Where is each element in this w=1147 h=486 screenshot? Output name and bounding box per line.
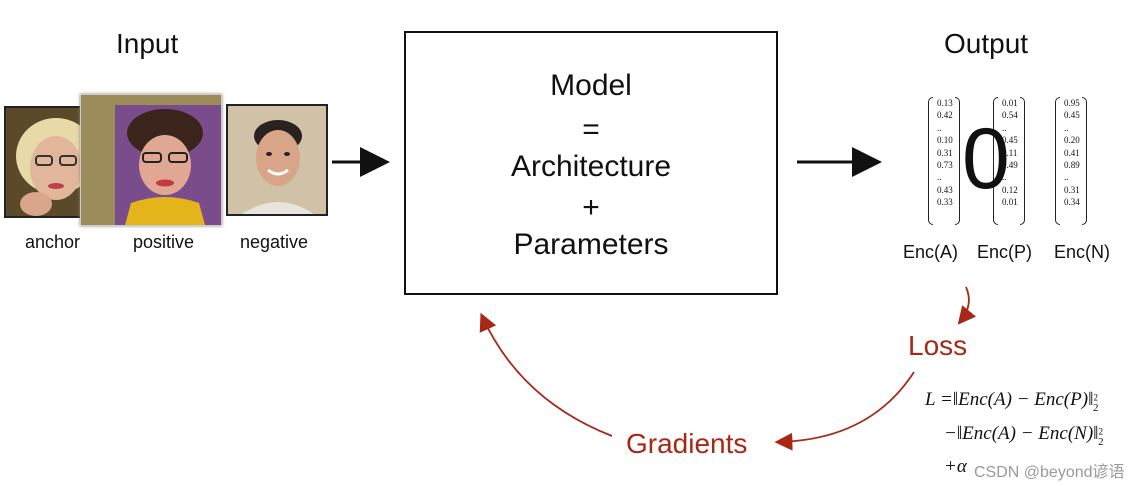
vector-value: ..	[937, 122, 942, 133]
loss-label: Loss	[908, 330, 968, 361]
model-line-architecture: Architecture	[510, 150, 672, 183]
negative-face-illustration	[228, 106, 326, 214]
positive-face-illustration	[81, 95, 221, 225]
formula-power-2: 2	[1098, 426, 1104, 437]
left-paren	[928, 97, 933, 225]
vector-value: 0.20	[1064, 135, 1080, 146]
formula-sub-1: 2	[1092, 402, 1099, 414]
right-paren	[954, 97, 960, 225]
output-to-loss-arrow	[957, 286, 977, 325]
vector-value: 0.33	[937, 197, 953, 208]
loss-to-gradients-arrow	[774, 371, 915, 451]
formula-lhs: L =	[925, 389, 953, 410]
model-line-equals: =	[582, 113, 600, 146]
negative-photo	[226, 104, 328, 216]
vector-value: ..	[1002, 122, 1007, 133]
input-title: Input	[116, 28, 179, 59]
vector-value: 0.31	[1064, 184, 1080, 195]
right-paren	[1081, 97, 1087, 225]
csdn-watermark: CSDN @beyond谚语	[974, 464, 1125, 481]
positive-photo	[80, 94, 222, 226]
gradients-label: Gradients	[626, 428, 748, 459]
vector-value: 0.45	[1002, 135, 1018, 146]
enc-a-label: Enc(A)	[903, 242, 959, 262]
vector-value: 0.13	[937, 98, 953, 108]
vector-value: 0.89	[1064, 159, 1080, 170]
right-paren	[1019, 97, 1025, 225]
vector-value: 0.11	[1002, 147, 1018, 158]
vector-value: 0.73	[937, 159, 953, 170]
enc-n-label: Enc(N)	[1054, 242, 1111, 262]
loss-formula-line1: L =‖Enc(A) − Enc(P)‖22	[925, 389, 1099, 414]
left-paren	[1055, 97, 1060, 225]
enc-p-label: Enc(P)	[977, 242, 1033, 262]
anchor-label: anchor	[25, 232, 81, 252]
vector-value: 0.49	[1002, 159, 1018, 170]
vector-value: ..	[1002, 172, 1007, 183]
output-title: Output	[944, 28, 1029, 59]
formula-term-ap: Enc(A) − Enc(P)	[958, 389, 1089, 410]
formula-sub-2: 2	[1098, 436, 1104, 448]
loss-formula-line3: +α	[944, 456, 967, 477]
vector-value: 0.01	[1002, 197, 1018, 208]
vector-value: ..	[1064, 122, 1069, 133]
loss-formula-line2: −‖Enc(A) − Enc(N)‖22	[944, 423, 1104, 448]
negative-label: negative	[240, 232, 309, 252]
vector-value: 0.42	[937, 110, 953, 121]
vector-value: 0.01	[1002, 98, 1018, 108]
vector-value: ..	[937, 172, 942, 183]
vector-value: 0.43	[937, 184, 953, 195]
model-line-plus: +	[582, 191, 600, 224]
formula-minus: −	[944, 423, 957, 444]
vector-value: 0.12	[1002, 184, 1018, 195]
vector-value: 0.41	[1064, 147, 1080, 158]
left-paren	[993, 97, 998, 225]
vector-value: 0.95	[1064, 98, 1080, 108]
gradients-to-model-arrow	[479, 312, 613, 437]
vector-value: 0.10	[937, 135, 953, 146]
model-line-model: Model	[550, 69, 632, 102]
vector-value: 0.34	[1064, 197, 1080, 208]
vector-value: ..	[1064, 172, 1069, 183]
positive-label: positive	[133, 232, 195, 252]
model-box: Model = Architecture + Parameters	[404, 31, 778, 295]
vector-value: 0.54	[1002, 110, 1018, 121]
formula-term-an: Enc(A) − Enc(N)	[962, 423, 1094, 444]
formula-power-1: 2	[1093, 392, 1098, 403]
overlay-zero-glyph: 0	[962, 111, 1010, 207]
vector-value: 0.45	[1064, 110, 1080, 121]
model-line-parameters: Parameters	[513, 228, 669, 261]
vector-value: 0.31	[937, 147, 953, 158]
